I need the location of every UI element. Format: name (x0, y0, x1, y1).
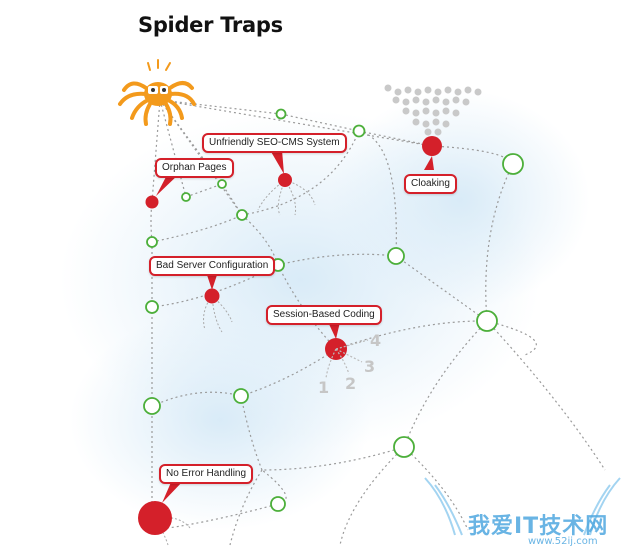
web-node (145, 300, 159, 314)
web-node (476, 310, 498, 332)
watermark-text: 我爱IT技术网 (468, 514, 609, 539)
session-number-4: 4 (370, 331, 382, 350)
trap-no-error (138, 501, 172, 535)
page-title: Spider Traps (138, 13, 283, 37)
session-number-1: 1 (318, 378, 330, 397)
web-node (217, 179, 227, 189)
web-node (181, 192, 191, 202)
web-node (143, 397, 161, 415)
callout-pointers (156, 150, 434, 503)
background-haze (60, 90, 590, 530)
callout-session-coding: Session-Based Coding (266, 305, 382, 325)
session-number-2: 2 (345, 374, 357, 393)
watermark-url: www.52ij.com (528, 536, 598, 547)
web-node (146, 236, 158, 248)
web-nodes (143, 108, 524, 512)
callout-no-error: No Error Handling (159, 464, 254, 484)
trap-cloaking (422, 136, 442, 156)
web-node (352, 124, 366, 138)
session-number-3: 3 (364, 357, 376, 376)
web-node (275, 108, 287, 120)
trap-orphan-pages (145, 195, 159, 209)
callout-unfriendly-cms: Unfriendly SEO-CMS System (202, 133, 347, 153)
web-node (236, 209, 248, 221)
trap-bad-server (204, 288, 220, 304)
web-node (233, 388, 249, 404)
callout-orphan-pages: Orphan Pages (155, 158, 234, 178)
web-node (270, 496, 286, 512)
bot-swarm-icon (384, 84, 482, 136)
callout-bad-server: Bad Server Configuration (149, 256, 276, 276)
web-node (387, 247, 405, 265)
web-node (502, 153, 524, 175)
watermark-wings (424, 477, 621, 536)
callout-cloaking: Cloaking (404, 174, 457, 194)
session-paths (325, 339, 369, 379)
web-lines (150, 99, 606, 546)
web-node (393, 436, 415, 458)
trap-unfriendly-cms (278, 173, 292, 187)
spider-icon (118, 59, 196, 126)
